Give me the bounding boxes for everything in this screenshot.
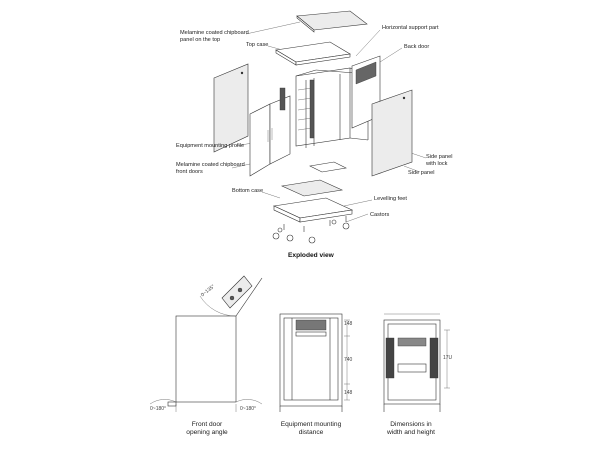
callout-melamine-front-doors: Melamine coated chipboard front doors [176, 162, 245, 175]
callout-side-panel-with-lock: Side panel with lock [426, 154, 453, 167]
callout-horizontal-support: Horizontal support part [382, 25, 439, 31]
angle-label-right: 0~180° [240, 406, 257, 412]
callout-melamine-top-panel: Melamine coated chipboard panel on the t… [180, 30, 249, 43]
caption-equipment-mounting-distance: Equipment mounting distance [280, 421, 342, 436]
callout-side-panel: Side panel [408, 170, 435, 176]
dimension-148-bottom: 148 [344, 390, 353, 396]
callout-castors: Castors [370, 212, 390, 218]
callout-levelling-feet: Levelling feet [374, 196, 407, 202]
callout-equipment-mounting-profile: Equipment mounting profile [176, 143, 245, 149]
dimension-17u: 17U [443, 355, 453, 361]
dimension-148-top: 148 [344, 321, 353, 327]
dimension-740: 740 [344, 357, 353, 363]
callout-back-door: Back door [404, 44, 430, 50]
callout-top-case: Top case [246, 42, 269, 48]
exploded-view-title: Exploded view [288, 252, 334, 259]
caption-dimensions-width-height: Dimensions in width and height [386, 421, 436, 436]
angle-label-left: 0~180° [150, 406, 167, 412]
callout-bottom-case: Bottom case [232, 188, 264, 194]
caption-front-door-opening-angle: Front door opening angle [186, 421, 228, 436]
